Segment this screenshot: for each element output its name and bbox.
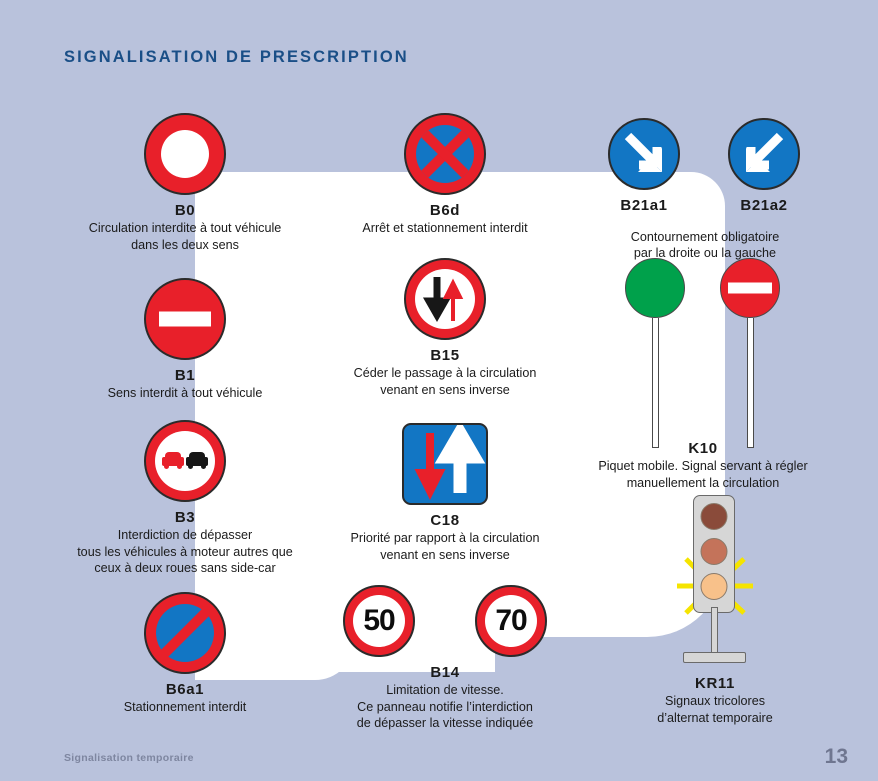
sign-code-b14: B14: [430, 664, 460, 681]
sign-description-b14: Limitation de vitesse. Ce panneau notifi…: [356, 683, 534, 730]
sign-graphic-b3: [144, 420, 226, 502]
traffic-light-base: [683, 652, 746, 663]
k10-red-pole: [746, 318, 754, 448]
b14-70-field: 70: [485, 595, 537, 647]
sign-graphic-b14-50: 50: [343, 585, 415, 657]
sign-description-kr11: Signaux tricolores d’alternat temporaire: [657, 694, 773, 725]
sign-graphic-b6d: [404, 113, 486, 195]
sign-code-c18: C18: [430, 512, 460, 529]
red-car-icon: [162, 452, 184, 469]
sign-item-b1: B1 Sens interdit à tout véhicule: [60, 278, 310, 402]
page-title: SIGNALISATION DE PRESCRIPTION: [64, 48, 409, 66]
sign-graphic-b21a1: [608, 118, 680, 190]
b14-50-field: 50: [353, 595, 405, 647]
black-car-icon: [186, 452, 208, 469]
sign-code-kr11: KR11: [695, 675, 735, 692]
sign-graphic-b1: [144, 278, 226, 360]
b14-sign-pair: 50 70: [320, 585, 570, 657]
sign-graphic-b6a1: [144, 592, 226, 674]
k10-green-pole: [651, 318, 659, 448]
sign-item-c18: C18 Priorité par rapport à la circulatio…: [320, 420, 570, 563]
sign-description-b21a: Contournement obligatoire par la droite …: [580, 228, 830, 262]
b15-arrows-icon: [422, 277, 464, 323]
paddle-red: [713, 258, 787, 448]
sign-graphic-c18: [402, 420, 488, 505]
arrow-down-left-icon: [746, 132, 784, 172]
traffic-light-pole: [711, 607, 718, 655]
arrow-down-right-icon: [624, 132, 662, 172]
k10-red-disc: [720, 258, 780, 318]
sign-item-b0: B0 Circulation interdite à tout véhicule…: [60, 113, 310, 253]
sign-description-b15: Céder le passage à la circulation venant…: [353, 366, 537, 397]
sign-item-b15: B15 Céder le passage à la circulation ve…: [320, 258, 570, 398]
lamp-red: [700, 503, 728, 530]
sign-graphic-b0: [144, 113, 226, 195]
b15-white-field: [415, 269, 475, 329]
sign-code-b6d: B6d: [429, 202, 461, 219]
sign-code-b1: B1: [174, 367, 196, 384]
sign-graphic-b21a2: [728, 118, 800, 190]
traffic-light-graphic: [655, 495, 775, 670]
traffic-light-housing: [693, 495, 735, 613]
sign-item-k10-green: [615, 258, 695, 448]
sign-description-b0: Circulation interdite à tout véhicule da…: [88, 221, 282, 252]
sign-code-k10: K10: [688, 440, 718, 457]
sign-description-b6d: Arrêt et stationnement interdit: [362, 221, 528, 236]
page-number: 13: [824, 745, 848, 768]
lamp-amber-lit: [700, 573, 728, 600]
sign-item-b14: 50 70 B14 Limitation de vitesse. Ce pann…: [320, 585, 570, 731]
speed-value-70: 70: [495, 604, 527, 637]
sign-description-k10: Piquet mobile. Signal servant à régler m…: [598, 459, 808, 490]
sign-graphic-b14-70: 70: [475, 585, 547, 657]
sign-item-kr11: KR11 Signaux tricolores d’alternat tempo…: [600, 495, 830, 726]
sign-description-b3: Interdiction de dépasser tous les véhicu…: [77, 528, 293, 575]
sign-code-b21a1: B21a1: [620, 197, 668, 214]
b1-white-bar: [159, 311, 211, 327]
sign-item-b21a2: B21a2: [705, 118, 823, 214]
c18-arrows-icon: [414, 420, 486, 500]
sign-code-b21a2: B21a2: [740, 197, 788, 214]
b6d-blue-field: [416, 125, 474, 183]
sign-description-b6a1: Stationnement interdit: [123, 700, 247, 715]
sign-item-b6d: B6d Arrêt et stationnement interdit: [320, 113, 570, 237]
sign-code-b0: B0: [174, 202, 196, 219]
sign-item-k10-label: K10 Piquet mobile. Signal servant à régl…: [573, 440, 833, 491]
sign-graphic-b15: [404, 258, 486, 340]
sign-code-b3: B3: [174, 509, 196, 526]
sign-description-b1: Sens interdit à tout véhicule: [107, 386, 263, 401]
sign-item-b6a1: B6a1 Stationnement interdit: [60, 592, 310, 716]
sign-code-b15: B15: [430, 347, 460, 364]
k10-red-white-bar: [728, 282, 772, 294]
lamp-amber-dim: [700, 538, 728, 565]
sign-description-c18: Priorité par rapport à la circulation ve…: [350, 531, 540, 562]
sign-item-b21a1: B21a1: [585, 118, 703, 214]
b0-white-center: [161, 130, 209, 178]
k10-green-disc: [625, 258, 685, 318]
sign-description-b21a-text: Contournement obligatoire par la droite …: [630, 230, 780, 261]
footer-label: Signalisation temporaire: [64, 752, 194, 764]
speed-value-50: 50: [363, 604, 395, 637]
sign-item-b3: B3 Interdiction de dépasser tous les véh…: [60, 420, 310, 576]
content-panel: [195, 172, 725, 637]
paddle-green: [618, 258, 692, 448]
sign-item-k10-red: [710, 258, 790, 448]
b3-white-field: [155, 431, 215, 491]
sign-code-b6a1: B6a1: [165, 681, 205, 698]
